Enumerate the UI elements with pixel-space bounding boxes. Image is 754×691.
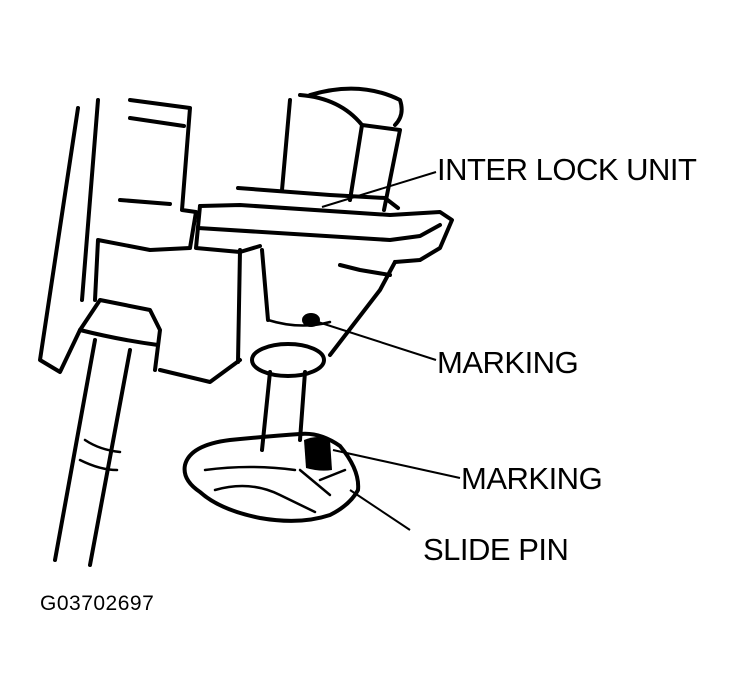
callout-marking-upper: MARKING (437, 345, 579, 380)
leader-lines (317, 171, 461, 531)
slide-pin (182, 342, 361, 523)
shift-rod (53, 338, 132, 567)
marking-dot-upper (302, 313, 320, 327)
callout-slide-pin: SLIDE PIN (423, 532, 569, 567)
callout-inter-lock-unit: INTER LOCK UNIT (437, 152, 697, 187)
marking-band-lower (304, 437, 332, 471)
column-housing (38, 98, 242, 384)
interlock-unit (194, 86, 454, 364)
figure-code: G03702697 (40, 592, 155, 615)
callout-marking-lower: MARKING (461, 461, 603, 496)
